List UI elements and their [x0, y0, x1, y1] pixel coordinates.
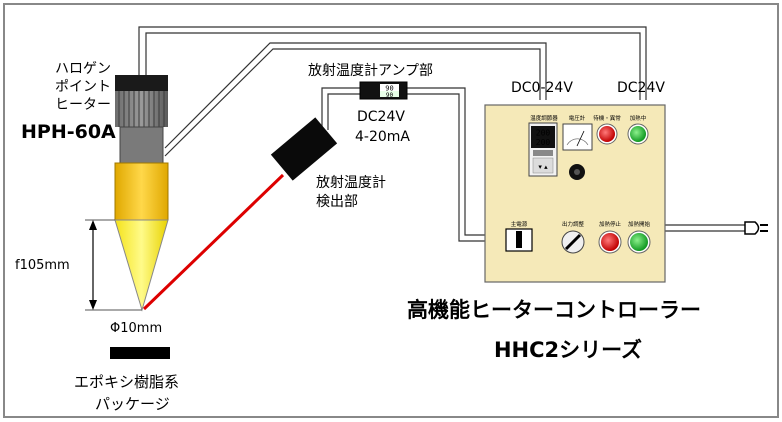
- focus-cone: [114, 219, 169, 312]
- cables: [138, 26, 745, 242]
- amplifier-unit: 90 90: [359, 81, 408, 100]
- temp-readout-bottom: 200: [536, 138, 551, 147]
- controller-series: HHC2シリーズ: [494, 338, 642, 362]
- temp-controller-label: 温度調節器: [530, 114, 558, 122]
- sample-label-line-1: エポキシ樹脂系: [74, 373, 179, 391]
- heater-controller-panel: 温度調節器 200 200 ▾ ▴ 電圧計 待機・異常 加熱中 主電源 出力調整…: [484, 104, 666, 283]
- spot-diameter-label: Φ10mm: [110, 321, 162, 336]
- detector-label-line-1: 放射温度計: [316, 175, 386, 191]
- amplifier-signal: 4-20mA: [355, 129, 410, 145]
- heater-body: [119, 126, 164, 164]
- amplifier-power: DC24V: [357, 109, 405, 125]
- sample-block: [110, 347, 170, 359]
- heating-label: 加熱中: [630, 114, 647, 122]
- standby-label: 待機・異常: [593, 114, 621, 122]
- heater-name-line-2: ポイント: [55, 79, 111, 95]
- detector-label-line-2: 検出部: [316, 194, 358, 210]
- amplifier-title: 放射温度計アンプ部: [308, 63, 433, 79]
- heat-stop-button: [601, 233, 619, 251]
- focal-length-label: f105mm: [15, 258, 70, 273]
- output-adjust-label: 出力調整: [562, 220, 585, 228]
- focal-dimension: [85, 219, 142, 311]
- controller-input-right: DC24V: [617, 80, 665, 96]
- standby-lamp: [599, 126, 615, 142]
- sample-label-line-2: パッケージ: [95, 395, 170, 413]
- heater-fins: [115, 91, 168, 127]
- temp-controller-keys: ▾ ▴: [538, 163, 548, 171]
- heat-start-label: 加熱開始: [628, 220, 651, 228]
- heating-lamp: [630, 126, 646, 142]
- heater-name-line-3: ヒーター: [55, 97, 111, 113]
- temp-readout-top: 200: [536, 129, 551, 138]
- heater-model: HPH-60A: [21, 121, 116, 143]
- heater-cap: [115, 75, 168, 91]
- measurement-beam: [142, 173, 285, 311]
- voltmeter: [562, 123, 593, 151]
- heat-start-button: [630, 233, 648, 251]
- amp-display-top: 90: [385, 85, 393, 93]
- heater-name-line-1: ハロゲン: [55, 61, 111, 77]
- radiation-thermometer-detector: [270, 117, 338, 181]
- controller-input-left: DC0-24V: [511, 80, 573, 96]
- amp-display-bottom: 90: [386, 92, 394, 99]
- heater-lamp-housing: [114, 162, 169, 221]
- main-power-label: 主電源: [511, 220, 528, 228]
- voltmeter-label: 電圧計: [569, 114, 586, 122]
- heat-stop-label: 加熱停止: [599, 220, 622, 228]
- controller-title: 高機能ヒーターコントローラー: [407, 298, 701, 322]
- halogen-heater: [114, 75, 169, 312]
- power-plug-icon: [744, 221, 768, 235]
